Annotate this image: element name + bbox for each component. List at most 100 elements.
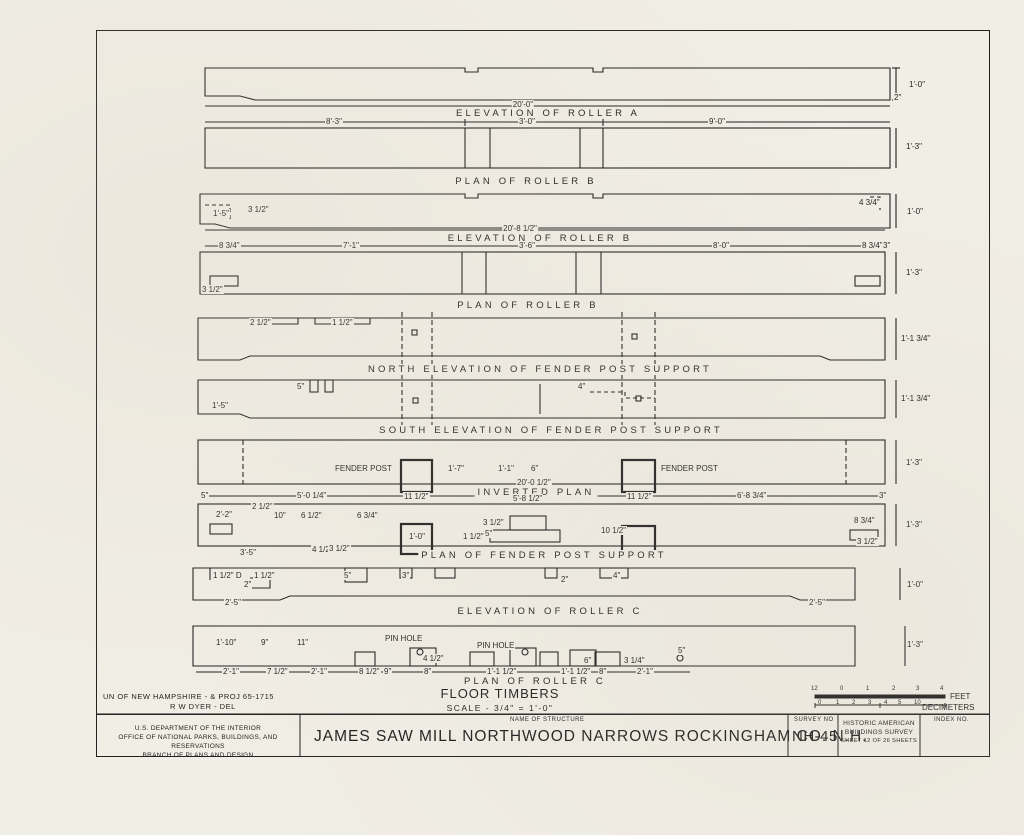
survey-number: NH-45	[792, 728, 838, 745]
dim-fender-h: 4 1/2"	[311, 545, 334, 554]
dim-fender-i: 1'-0"	[408, 532, 426, 541]
dim-roller-b-mid: 3'-6"	[518, 241, 536, 250]
dim-roller-b-notch-h: 3 1/2"	[247, 205, 270, 214]
fender-post-label-right: FENDER POST	[660, 464, 719, 473]
dim-roller-a-mid: 3'-0"	[518, 117, 536, 126]
dim-roller-c-plan-j: 1'-1 1/2"	[486, 667, 518, 676]
scale-feet-tick-1: 0	[840, 686, 844, 692]
section-label-south-elevation: SOUTH ELEVATION OF FENDER POST SUPPORT	[376, 425, 726, 436]
dim-roller-b-end-right: 8 3/4"	[861, 241, 884, 250]
dim-roller-c-elev-a: 1 1/2" D	[212, 571, 243, 580]
roller-b-plan-2	[199, 251, 897, 295]
dim-fender-n: 5"	[484, 529, 494, 538]
dim-fender-j: 8 3/4"	[853, 516, 876, 525]
dim-roller-c-plan-c: 11"	[296, 638, 310, 647]
dim-fender-g: 3'-5"	[239, 548, 257, 557]
name-of-structure-label: NAME OF STRUCTURE	[510, 717, 585, 723]
section-label-roller-c-plan: PLAN OF ROLLER C	[460, 676, 610, 687]
agency-block: U.S. DEPARTMENT OF THE INTERIOR OFFICE O…	[96, 715, 300, 759]
section-label-roller-c-elevation: ELEVATION OF ROLLER C	[454, 606, 646, 617]
credit-line-1: UN OF NEW HAMPSHIRE - & PROJ 65-1715	[103, 692, 274, 701]
drawing-title: FLOOR TIMBERS	[440, 686, 560, 701]
habs-line-1: HISTORIC AMERICAN	[843, 720, 915, 727]
habs-block: HISTORIC AMERICAN BUILDINGS SURVEY SHEET…	[838, 715, 920, 756]
dim-roller-a-notch: 2"	[893, 93, 903, 102]
section-label-inverted-plan: INVERTED PLAN	[474, 487, 598, 498]
dim-roller-c-elev-g: 3"	[401, 571, 411, 580]
dim-inverted-left: 5'-0 1/4"	[296, 491, 328, 500]
north-fender-elevation	[197, 312, 897, 372]
dim-fender-o: 3 1/2"	[328, 544, 351, 553]
dim-roller-c-plan-i: 8"	[423, 667, 433, 676]
dim-inverted-b: 1'-1"	[497, 464, 515, 473]
dim-south-b: 1'-5"	[211, 401, 229, 410]
survey-block: SURVEY NO NH-45	[788, 715, 838, 756]
title-block: U.S. DEPARTMENT OF THE INTERIOR OFFICE O…	[96, 714, 990, 759]
dim-south-height: 1'-1 3/4"	[900, 394, 932, 403]
dim-inverted-overall: 20'-0 1/2"	[516, 478, 552, 487]
pin-hole-label-1: PIN HOLE	[384, 634, 424, 643]
survey-no-label: SURVEY NO	[794, 717, 834, 723]
dim-roller-b-left: 7'-1"	[342, 241, 360, 250]
dim-roller-b-notch-len: 1'-5"	[212, 209, 230, 218]
dim-north-b: 1 1/2"	[331, 318, 354, 327]
scale-dm-tick-0: 0	[818, 700, 822, 706]
structure-name: JAMES SAW MILL NORTHWOOD NARROWS ROCKING…	[314, 728, 868, 745]
dim-roller-b-plan2-corner: 3 1/2"	[201, 285, 224, 294]
dim-north-height: 1'-1 3/4"	[900, 334, 932, 343]
dim-roller-c-elev-d: 2"	[243, 580, 253, 589]
sheet-number: SHEET 12 OF 26 SHEETS	[840, 738, 918, 744]
scale-bar	[814, 694, 946, 708]
section-label-roller-b-elevation: ELEVATION OF ROLLER B	[444, 233, 636, 244]
credit-line-2: R W DYER - DEL	[170, 702, 236, 711]
dim-roller-b-end-left: 8 3/4"	[218, 241, 241, 250]
roller-c-plan	[192, 625, 906, 673]
dim-south-a: 5"	[296, 382, 306, 391]
dim-roller-b-end-notch: 4 3/4"	[858, 198, 881, 207]
dim-fender-height: 1'-3"	[905, 520, 923, 529]
dim-roller-c-plan-k: 1'-1 1/2"	[560, 667, 592, 676]
dim-inverted-w1: 11 1/2"	[403, 492, 430, 501]
roller-b-elevation	[199, 193, 897, 247]
scale-dm-tick-2: 2	[852, 700, 856, 706]
dim-fender-l: 10 1/2"	[600, 526, 628, 535]
habs-line-2: BUILDINGS SURVEY	[844, 729, 914, 736]
dim-fender-k: 3 1/2"	[856, 537, 879, 546]
scale-dm-tick-5: 5	[898, 700, 902, 706]
dim-roller-c-plan-h: 9"	[383, 667, 393, 676]
dim-roller-c-plan-d: 2'-1"	[222, 667, 240, 676]
dim-roller-b-plan2-height: 1'-3"	[905, 268, 923, 277]
scale-feet-tick-4: 3	[916, 686, 920, 692]
dim-fender-m: 1 1/2"	[462, 532, 485, 541]
dim-roller-c-elev-f: 5"	[343, 571, 353, 580]
scale-dm-tick-4: 4	[884, 700, 888, 706]
dim-roller-b-right: 8'-0"	[712, 241, 730, 250]
dim-roller-c-elev-h: 2'-5"	[808, 598, 826, 607]
index-block: INDEX NO.	[920, 715, 988, 756]
dim-north-a: 2 1/2"	[249, 318, 272, 327]
dim-fender-c: 10"	[273, 511, 287, 520]
drawing-border	[96, 30, 990, 757]
pin-hole-label-2: PIN HOLE	[476, 641, 516, 650]
section-label-north-elevation: NORTH ELEVATION OF FENDER POST SUPPORT	[364, 364, 716, 375]
dim-inverted-w2: 11 1/2"	[626, 492, 653, 501]
dim-inverted-height: 1'-3"	[905, 458, 923, 467]
dim-roller-a-overall: 20'-0"	[511, 100, 535, 109]
dim-inverted-edge-l: 5"	[200, 491, 210, 500]
dim-roller-c-elev-i: 2"	[560, 575, 570, 584]
scale-feet-tick-5: 4	[940, 686, 944, 692]
dim-roller-c-plan-a: 1'-10"	[215, 638, 238, 647]
dim-roller-c-plan-p: 3 1/4"	[623, 656, 646, 665]
drawing-scale: SCALE - 3/4" = 1'-0"	[446, 703, 554, 713]
dim-roller-c-plan-l: 8"	[598, 667, 608, 676]
dim-roller-c-plan-height: 1'-3"	[906, 640, 924, 649]
dim-inverted-a: 1'-7"	[447, 464, 465, 473]
agency-line-1: U.S. DEPARTMENT OF THE INTERIOR	[134, 725, 262, 732]
agency-line-3: BRANCH OF PLANS AND DESIGN	[142, 752, 254, 759]
scale-feet-label: FEET	[950, 692, 971, 701]
dim-roller-c-plan-g: 8 1/2"	[358, 667, 381, 676]
agency-line-2: OFFICE OF NATIONAL PARKS, BUILDINGS, AND…	[118, 734, 278, 750]
south-fender-elevation	[197, 374, 897, 432]
scale-feet-tick-0: 12	[811, 686, 818, 692]
